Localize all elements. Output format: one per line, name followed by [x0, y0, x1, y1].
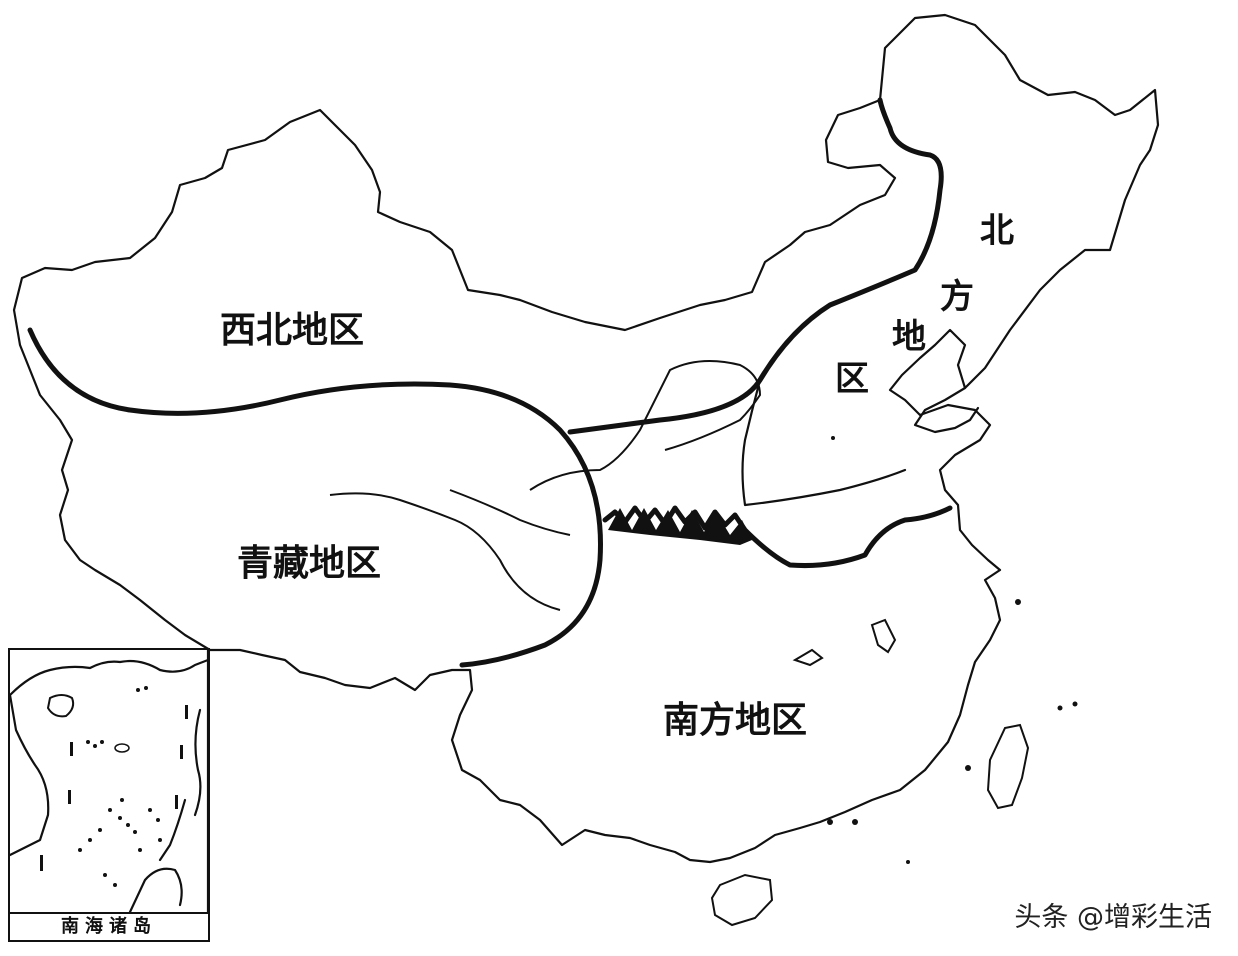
taiwan-island [986, 723, 1030, 810]
country-outline [12, 13, 1160, 864]
label-north-char-4: 区 [835, 359, 869, 399]
boundary-northwest-qingzang [27, 327, 603, 668]
label-north-char-3: 地 [892, 317, 926, 357]
label-northwest-region: 西北地区 [220, 309, 365, 351]
islet [965, 765, 971, 771]
boundary-north-south [602, 505, 953, 569]
inset-philippines [158, 708, 202, 862]
south-china-sea-inset: 南海诸岛 [8, 648, 210, 942]
islet [1015, 599, 1021, 605]
islet [1072, 701, 1078, 707]
label-south-region: 南方地区 [663, 699, 808, 741]
hainan-island [710, 873, 774, 927]
islet [831, 436, 835, 440]
label-qingzang-region: 青藏地区 [237, 542, 382, 584]
north-region-inner-line [741, 378, 907, 507]
watermark: 头条 @增彩生活 [1014, 902, 1212, 933]
inset-caption: 南海诸岛 [10, 912, 208, 940]
river-branch [449, 489, 571, 536]
islet [906, 860, 910, 864]
qinling-mountains [608, 508, 752, 545]
inset-hainan [46, 694, 75, 718]
lake-dongting [870, 618, 897, 654]
lake-poyang [792, 648, 824, 667]
islet [1057, 705, 1063, 711]
inset-islands [40, 686, 188, 887]
islet [852, 819, 858, 825]
label-north-char-1: 北 [980, 211, 1014, 251]
yellow-river [329, 360, 762, 611]
label-north-char-2: 方 [940, 277, 974, 317]
boundary-northwest-north [567, 97, 944, 435]
bohai-bay [913, 386, 980, 434]
inset-map [10, 650, 208, 912]
inset-borneo [128, 867, 183, 912]
islet [827, 819, 833, 825]
inset-coastline [10, 658, 208, 857]
